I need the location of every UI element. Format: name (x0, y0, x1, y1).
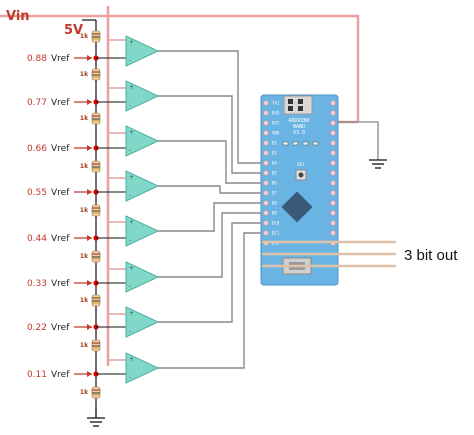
signal-wire (158, 140, 266, 184)
pin-label: D3 (272, 151, 277, 156)
resistor-label: 1k (80, 342, 89, 349)
reference-voltage-value: 0.88 (27, 54, 47, 64)
board-name: ARDUINO (288, 118, 309, 124)
ground-wire-right (338, 121, 379, 160)
svg-text:-: - (129, 102, 131, 109)
resistor-chain: 1k 1k 1k 1k 1k 1k 1k 1k 1k (80, 30, 101, 399)
svg-text:-: - (129, 374, 131, 381)
pin-label: D7 (272, 191, 277, 196)
svg-text:-: - (129, 57, 131, 64)
pin-label: D2 (272, 141, 277, 146)
reference-voltage-value: 0.33 (27, 279, 47, 289)
output-label: 3 bit out (404, 247, 458, 264)
signal-wire (158, 185, 266, 194)
signal-wire (158, 50, 266, 164)
pin-label: TX1 (272, 101, 280, 106)
svg-text:+: + (129, 356, 134, 363)
comparator: +- (125, 35, 160, 67)
pin-label: RST (272, 121, 280, 126)
pin-label: D8 (272, 201, 277, 206)
reference-word: Vref (51, 144, 70, 154)
svg-text:-: - (129, 192, 131, 199)
resistor-label: 1k (80, 207, 89, 214)
reference-word: Vref (51, 188, 70, 198)
board-version: V3.0 (293, 130, 305, 136)
resistor-label: 1k (80, 389, 89, 396)
resistor-label: 1k (80, 253, 89, 260)
signal-wire (158, 95, 266, 174)
pin-label: D11 (272, 231, 280, 236)
reference-word: Vref (51, 98, 70, 108)
reference-voltage-value: 0.11 (27, 370, 47, 380)
reference-taps (74, 55, 126, 377)
comparator: +- (125, 125, 160, 157)
svg-text:-: - (129, 283, 131, 290)
comparator: +- (125, 352, 160, 384)
svg-text:+: + (129, 84, 134, 91)
output-wires (262, 240, 396, 268)
pin-label: RX0 (272, 111, 280, 116)
comparator: +- (125, 306, 160, 338)
resistor-label: 1k (80, 163, 89, 170)
ground-symbol-left (87, 408, 105, 427)
svg-text:+: + (129, 265, 134, 272)
pin-label: D5 (272, 171, 277, 176)
comparator: +- (125, 80, 160, 112)
board-pin-headers: TX1RX0RSTGNDD2D3D4D5D6D7D8D9D10D11D12 (263, 100, 336, 246)
svg-text:+: + (129, 39, 134, 46)
pin-label: D9 (272, 211, 277, 216)
supply-label: 5V (64, 23, 83, 38)
svg-text:+: + (129, 129, 134, 136)
pin-label: GND (272, 131, 280, 136)
svg-text:-: - (129, 328, 131, 335)
pin-label: D4 (272, 161, 277, 166)
resistor-label: 1k (80, 71, 89, 78)
comparator: +- (125, 170, 160, 202)
reference-word: Vref (51, 370, 70, 380)
comparator: +- (125, 215, 160, 247)
signal-wire (158, 212, 266, 278)
resistor-label: 1k (80, 115, 89, 122)
pin-label: D10 (272, 221, 280, 226)
vin-branches (108, 39, 126, 361)
board-model: NANO (293, 124, 305, 130)
svg-text:+: + (129, 310, 134, 317)
reference-voltage-value: 0.55 (27, 188, 47, 198)
vin-wire (0, 6, 360, 366)
comparator-bank: +-+-+-+-+-+-+-+- (125, 35, 160, 384)
svg-text:+: + (129, 219, 134, 226)
reference-word: Vref (51, 279, 70, 289)
svg-text:-: - (129, 147, 131, 154)
reference-voltage-value: 0.66 (27, 144, 47, 154)
svg-text:-: - (129, 237, 131, 244)
svg-text:+: + (129, 174, 134, 181)
vin-label: Vin (6, 9, 30, 24)
reference-voltage-value: 0.44 (27, 234, 47, 244)
signal-wire (158, 202, 266, 232)
resistor-label: 1k (80, 297, 89, 304)
signal-wire (158, 222, 266, 323)
reference-word: Vref (51, 234, 70, 244)
pin-label: D6 (272, 181, 277, 186)
reference-word: Vref (51, 54, 70, 64)
resistor-label: 1k (80, 33, 89, 40)
comparator: +- (125, 261, 160, 293)
reference-voltage-value: 0.22 (27, 323, 47, 333)
reference-word: Vref (51, 323, 70, 333)
reset-label: RST (297, 162, 305, 167)
ground-symbol-right (369, 159, 387, 169)
reference-voltage-value: 0.77 (27, 98, 47, 108)
signal-wire (158, 232, 266, 369)
signal-wires (158, 50, 266, 369)
